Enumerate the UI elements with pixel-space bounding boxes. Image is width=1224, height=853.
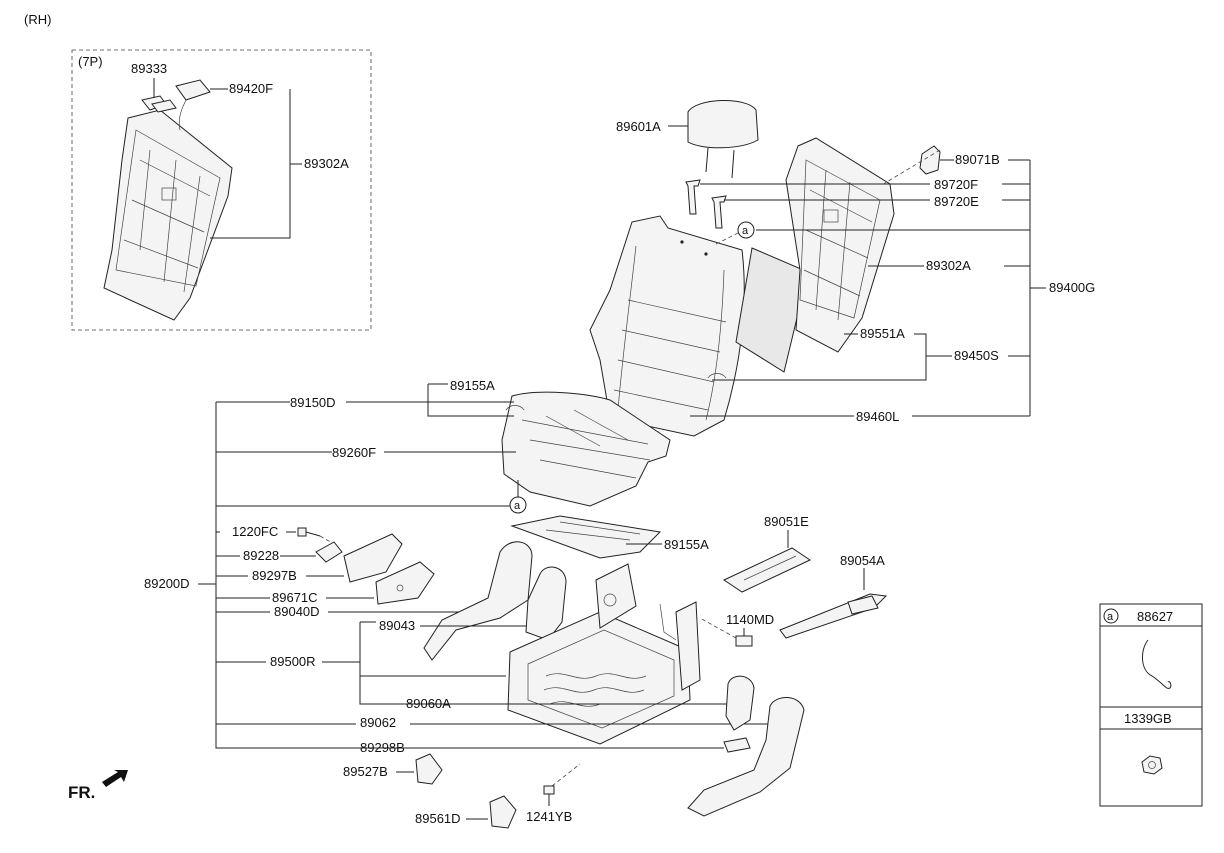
- label-1140MD: 1140MD: [726, 612, 774, 627]
- screw-1220FC: [297, 527, 321, 537]
- label-89302A-inset: 89302A: [304, 156, 349, 171]
- headrest-guide-89720E: [711, 195, 727, 229]
- recliner-bracket: [725, 675, 755, 731]
- knob-89228: [315, 541, 343, 563]
- inset-7p-box: [71, 49, 372, 331]
- side-cover-89671C: [375, 561, 435, 605]
- front-arrow-icon: [102, 770, 128, 787]
- legend-callout-a-text: a: [1107, 611, 1114, 623]
- label-89561D: 89561D: [415, 811, 461, 826]
- side-cover-89297B: [343, 533, 403, 583]
- headrest-guide-89720F: [685, 179, 701, 215]
- label-89333: 89333: [131, 61, 167, 76]
- label-89155A: 89155A: [664, 537, 709, 552]
- side-label: (RH): [24, 12, 51, 27]
- label-89302A: 89302A: [926, 258, 971, 273]
- label-89551A: 89551A: [860, 326, 905, 341]
- legend-box: a 88627 1339GB: [1099, 603, 1203, 807]
- callout-a-top-text: a: [742, 225, 749, 237]
- label-89060A: 89060A: [406, 696, 451, 711]
- seat-pan-panel: [510, 515, 662, 559]
- inset-label: (7P): [78, 54, 103, 69]
- seatback-cushion: [589, 215, 745, 437]
- callout-a-bottom-text: a: [514, 500, 521, 512]
- label-89051E: 89051E: [764, 514, 809, 529]
- headrest: [687, 100, 759, 179]
- inset-headrest-button: [141, 95, 177, 113]
- label-89155A-top: 89155A: [450, 378, 495, 393]
- seatback-frame: [785, 137, 895, 353]
- legend-code-1339GB: 1339GB: [1124, 711, 1172, 726]
- label-89527B: 89527B: [343, 764, 388, 779]
- label-89200D: 89200D: [144, 576, 190, 591]
- label-89297B: 89297B: [252, 568, 297, 583]
- label-89500R: 89500R: [270, 654, 316, 669]
- trim-89051E: [722, 547, 812, 593]
- seat-frame: [507, 563, 701, 745]
- inset-seatback-frame: [103, 109, 233, 321]
- legend-code-88627: 88627: [1137, 609, 1173, 624]
- screw-1241YB: [543, 785, 555, 806]
- cap-89527B: [415, 753, 443, 785]
- label-89040D: 89040D: [274, 604, 320, 619]
- label-89420F: 89420F: [229, 81, 273, 96]
- hook-clip-icon: [1142, 639, 1172, 689]
- label-89720F: 89720F: [934, 177, 978, 192]
- legend-callout-a: [1103, 608, 1119, 624]
- label-89043: 89043: [379, 618, 415, 633]
- side-shield-89040D: [423, 541, 533, 661]
- side-shield-89043: [525, 566, 567, 641]
- seat-cushion: [501, 391, 671, 507]
- label-89400G: 89400G: [1049, 280, 1095, 295]
- label-89720E: 89720E: [934, 194, 979, 209]
- seatback-panel: [735, 247, 809, 373]
- cap-89561D: [489, 795, 517, 829]
- label-89671C: 89671C: [272, 590, 318, 605]
- latch-89071B: [919, 145, 941, 175]
- cap-89298B: [723, 737, 751, 753]
- front-direction-label: FR.: [68, 783, 95, 802]
- inset-switch-module: [175, 79, 211, 131]
- callout-a-top: [737, 221, 755, 239]
- label-89601A: 89601A: [616, 119, 661, 134]
- label-89150D: 89150D: [290, 395, 336, 410]
- nut-icon: [1141, 755, 1163, 775]
- outer-side-cover: [687, 697, 805, 817]
- bolt-1140MD: [735, 635, 753, 647]
- label-89228: 89228: [243, 548, 279, 563]
- rail-cover-89054A: [779, 593, 888, 639]
- label-89071B: 89071B: [955, 152, 1000, 167]
- label-89460L: 89460L: [856, 409, 899, 424]
- label-89054A: 89054A: [840, 553, 885, 568]
- label-89298B: 89298B: [360, 740, 405, 755]
- label-1220FC: 1220FC: [232, 524, 278, 539]
- label-89450S: 89450S: [954, 348, 999, 363]
- label-89062: 89062: [360, 715, 396, 730]
- label-89260F: 89260F: [332, 445, 376, 460]
- label-1241YB: 1241YB: [526, 809, 572, 824]
